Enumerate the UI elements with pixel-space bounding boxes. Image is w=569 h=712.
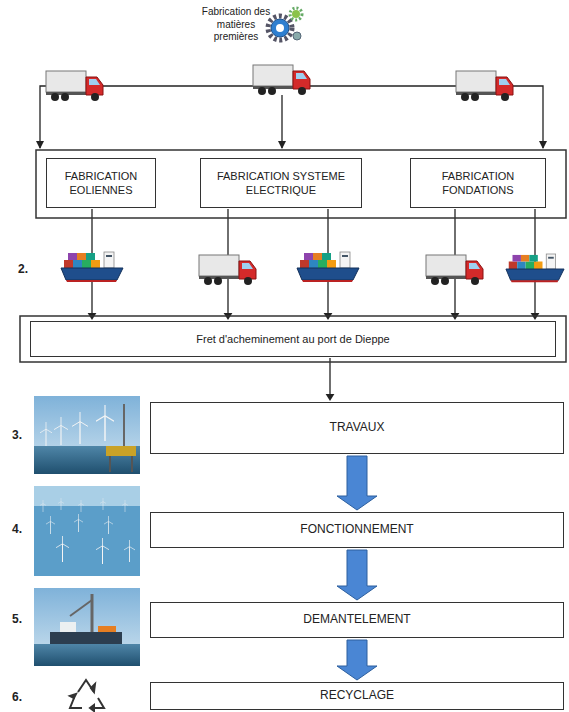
process-box: Fret d'acheminement au port de Dieppe xyxy=(30,321,556,357)
callout-number: 4. xyxy=(12,522,32,537)
ship-icon xyxy=(61,252,123,282)
box-label: TRAVAUX xyxy=(330,420,385,436)
gear-icon xyxy=(268,8,302,40)
process-box: FABRICATION SYSTEME ELECTRIQUE xyxy=(200,158,362,208)
callout-number: 6. xyxy=(12,690,32,705)
block-arrow xyxy=(337,550,377,600)
truck-icon xyxy=(199,255,256,285)
recycle-symbol xyxy=(70,680,104,711)
group-frame xyxy=(36,150,566,218)
truck-icon xyxy=(426,255,483,285)
construction-photo xyxy=(34,396,140,474)
flow-arrow xyxy=(326,358,335,401)
truck-icon xyxy=(253,65,310,95)
block-arrow xyxy=(337,456,377,510)
process-box: FABRICATION FONDATIONS xyxy=(410,158,546,208)
callout-number: 3. xyxy=(12,428,32,443)
box-label: FABRICATION FONDATIONS xyxy=(417,169,539,198)
callout-number: 2. xyxy=(18,262,42,277)
dismantling-photo xyxy=(34,588,140,666)
box-label: FABRICATION SYSTEME ELECTRIQUE xyxy=(207,169,355,198)
ship-icon xyxy=(506,254,564,282)
box-label: Fret d'acheminement au port de Dieppe xyxy=(196,332,390,346)
ship-icon xyxy=(297,252,359,282)
truck-icon xyxy=(46,71,103,101)
process-box: RECYCLAGE xyxy=(150,682,564,710)
box-label: FONCTIONNEMENT xyxy=(300,522,413,538)
group-frame xyxy=(20,316,566,362)
truck-icon xyxy=(456,71,513,101)
block-arrow xyxy=(337,640,377,680)
operation-photo xyxy=(34,486,140,576)
callout-number: 5. xyxy=(12,612,32,627)
process-box: FABRICATION EOLIENNES xyxy=(46,158,156,208)
box-label: RECYCLAGE xyxy=(320,688,394,704)
box-label: DEMANTELEMENT xyxy=(303,612,410,628)
source-label: Fabrication des matières premières xyxy=(196,6,276,44)
process-box: DEMANTELEMENT xyxy=(150,602,564,638)
process-box: FONCTIONNEMENT xyxy=(150,512,564,548)
box-label: FABRICATION EOLIENNES xyxy=(53,169,149,198)
process-box: TRAVAUX xyxy=(150,402,564,454)
